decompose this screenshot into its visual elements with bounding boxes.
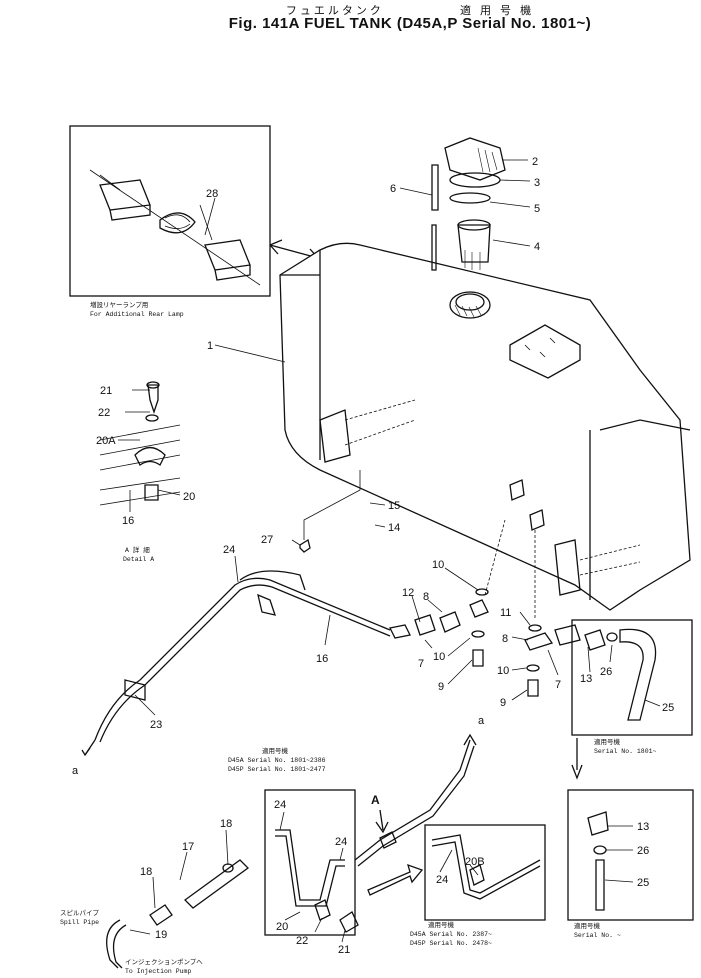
title-japanese: フュエルタンク 適 用 号 機 <box>150 2 670 18</box>
callout-1: 1 <box>207 340 213 352</box>
callout-20a: 20 <box>183 491 195 503</box>
callout-14: 14 <box>388 522 400 534</box>
callout-23: 23 <box>150 719 162 731</box>
title-fuel-tank-jp: フュエルタンク <box>285 5 384 17</box>
callout-16a: 16 <box>122 515 134 527</box>
callout-view-a: A <box>371 793 380 807</box>
spill-pipe-en: Spill Pipe <box>60 919 99 926</box>
callout-12: 12 <box>402 587 414 599</box>
callout-7a: 7 <box>418 658 424 670</box>
detail-a <box>99 381 181 506</box>
callout-8b: 8 <box>502 633 508 645</box>
serial-low-2: D45P Serial No. 2478~ <box>410 940 492 947</box>
rear-lamp-jp: 増設リヤーランプ用 <box>90 300 148 309</box>
rear-lamp-en: For Additional Rear Lamp <box>90 311 184 318</box>
serial-mid-jp: 適用号機 <box>262 746 289 755</box>
callout-3: 3 <box>534 177 540 189</box>
injection-pump-en: To Injection Pump <box>125 968 191 975</box>
callout-16b: 16 <box>316 653 328 665</box>
callout-13b: 13 <box>637 821 649 833</box>
callout-25b: 25 <box>637 877 649 889</box>
callout-20B: 20B <box>465 856 485 868</box>
callout-9a: 9 <box>438 681 444 693</box>
callout-24b: 24 <box>274 799 286 811</box>
callout-24d: 24 <box>436 874 448 886</box>
serial-mid-2: D45P Serial No. 1801~2477 <box>228 766 326 773</box>
callout-8a: 8 <box>423 591 429 603</box>
callout-22a: 22 <box>98 407 110 419</box>
hollow-arrow <box>367 863 424 896</box>
serial-box-2-jp: 適用号機 <box>574 921 601 930</box>
filler-cap-assembly <box>431 137 506 271</box>
detail-a-jp: A 詳 細 <box>125 545 150 554</box>
fuel-tank-body <box>279 242 691 611</box>
serial-box-2 <box>567 789 694 921</box>
serial-low-jp: 適用号機 <box>428 920 455 929</box>
callout-21b: 21 <box>338 944 350 956</box>
figure-title: Fig. 141A FUEL TANK (D45A,P Serial No. 1… <box>228 15 592 32</box>
detail-a-en: Detail A <box>123 556 154 563</box>
serial-box-2-en: Serial No. ~ <box>574 932 621 939</box>
callout-a-right: a <box>478 715 485 727</box>
callout-20A: 20A <box>96 435 116 447</box>
callout-18a: 18 <box>220 818 232 830</box>
serial-box-2387 <box>424 824 546 921</box>
serial-box-1-en: Serial No. 1801~ <box>594 748 657 755</box>
callout-25a: 25 <box>662 702 674 714</box>
callout-6: 6 <box>390 183 396 195</box>
callout-5: 5 <box>534 203 540 215</box>
callout-10a: 10 <box>432 559 444 571</box>
callout-24c: 24 <box>335 836 347 848</box>
fuel-piping <box>81 470 581 757</box>
arrow-to-serial-box-2 <box>571 738 583 780</box>
serial-box-1801 <box>571 619 693 736</box>
lower-pipe-assembly <box>106 733 477 969</box>
callout-20b: 20 <box>276 921 288 933</box>
callout-24a: 24 <box>223 544 235 556</box>
inset-rear-lamp <box>69 125 271 297</box>
inset-pointer-arrow <box>269 239 319 263</box>
callout-21a: 21 <box>100 385 112 397</box>
serial-box-1-jp: 適用号機 <box>594 737 621 746</box>
callout-10b: 10 <box>433 651 445 663</box>
labels: 増設リヤーランプ用 For Additional Rear Lamp A 詳 細… <box>60 300 657 975</box>
callout-15: 15 <box>388 500 400 512</box>
serial-mid-1: D45A Serial No. 1801~2386 <box>228 757 326 764</box>
callout-10c: 10 <box>497 665 509 677</box>
callout-17: 17 <box>182 841 194 853</box>
callout-a-left: a <box>72 765 79 777</box>
callouts: 1 2 3 4 5 6 7 7 8 8 9 9 10 10 10 11 12 1… <box>72 156 674 956</box>
title-applicable-jp: 適 用 号 機 <box>459 5 535 17</box>
callout-2: 2 <box>532 156 538 168</box>
spill-pipe-jp: スピルパイプ <box>60 909 100 917</box>
callout-22b: 22 <box>296 935 308 947</box>
injection-pump-jp: インジェクションポンプへ <box>125 958 203 966</box>
callout-11: 11 <box>500 607 511 619</box>
view-a-arrow <box>375 809 389 834</box>
callout-28: 28 <box>206 188 218 200</box>
callout-7b: 7 <box>555 679 561 691</box>
callout-19: 19 <box>155 929 167 941</box>
callout-9b: 9 <box>500 697 506 709</box>
serial-low-1: D45A Serial No. 2387~ <box>410 931 492 938</box>
callout-26a: 26 <box>600 666 612 678</box>
leader-lines <box>118 159 661 943</box>
callout-27: 27 <box>261 534 273 546</box>
callout-18b: 18 <box>140 866 152 878</box>
callout-4: 4 <box>534 241 540 253</box>
callout-13a: 13 <box>580 673 592 685</box>
callout-26b: 26 <box>637 845 649 857</box>
